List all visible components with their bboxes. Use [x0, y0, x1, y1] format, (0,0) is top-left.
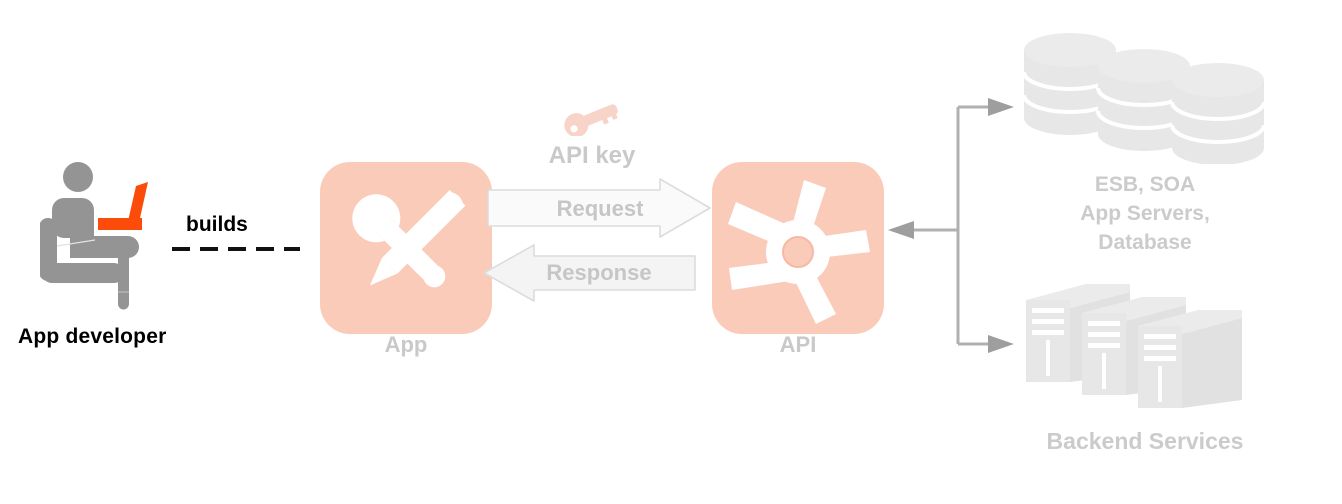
esb-backend-label: ESB, SOA App Servers, Database	[1020, 170, 1270, 257]
app-node-tile[interactable]	[320, 162, 492, 334]
arrowhead-to-api	[888, 221, 914, 239]
api-hub-star-icon	[728, 180, 870, 324]
backend-services-label: Backend Services	[1046, 428, 1244, 454]
api-node-tile[interactable]	[712, 162, 884, 334]
wrench-and-pencil-icon	[352, 190, 466, 288]
builds-label: builds	[186, 213, 248, 236]
app-node-label: App	[384, 332, 428, 357]
app-developer-label: App developer	[18, 325, 167, 348]
request-arrow-shape	[487, 178, 711, 238]
database-stack-icon	[1020, 32, 1270, 165]
response-arrow-shape	[483, 244, 696, 302]
arrowhead-to-servers	[988, 335, 1014, 353]
key-icon	[560, 96, 622, 138]
laptop-icon	[98, 182, 148, 230]
esb-label-line-3: Database	[1098, 231, 1192, 254]
api-key-label: API key	[548, 142, 636, 169]
app-developer-icon	[39, 160, 180, 310]
request-label: Request	[556, 196, 644, 221]
api-node-label: API	[779, 332, 817, 357]
server-racks-icon	[1020, 278, 1270, 410]
arrowhead-to-database	[988, 98, 1014, 116]
backend-connector-lines	[880, 80, 1040, 370]
builds-dashed-line	[172, 247, 300, 251]
esb-label-line-1: ESB, SOA	[1094, 173, 1196, 196]
response-label: Response	[546, 260, 652, 285]
esb-label-line-2: App Servers,	[1080, 202, 1210, 225]
